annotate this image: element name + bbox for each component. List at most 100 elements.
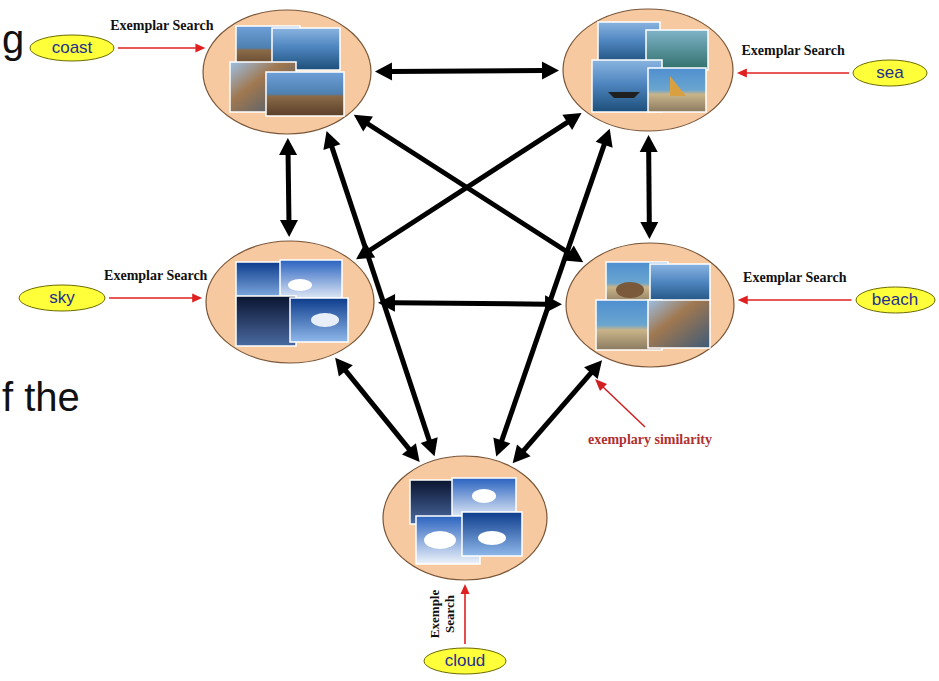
photo: [272, 28, 340, 70]
arrowhead: [562, 113, 581, 130]
similarity-arrow: [335, 358, 419, 462]
keyword-ellipse: cloud: [423, 647, 507, 675]
photo: [462, 512, 522, 556]
cloud-puff: [478, 531, 506, 545]
connector-line: [286, 154, 292, 221]
photo: [236, 26, 300, 70]
edge-label: Exemplar Search: [741, 43, 844, 59]
leader-line: [602, 386, 645, 427]
ellipse-shape: [563, 9, 733, 131]
slide-fragment-box: f the: [2, 374, 80, 420]
search-arrow: [109, 294, 202, 303]
arrowhead: [378, 294, 395, 312]
arrowhead: [402, 443, 420, 462]
arrowhead: [738, 296, 748, 305]
edge-label-box: Exemplar Search: [110, 18, 213, 34]
keyword-ellipse: beach: [855, 286, 936, 314]
image-cluster-ellipse: [205, 240, 375, 364]
ellipse-outline: [382, 455, 548, 581]
cloud-photos: [410, 478, 522, 564]
beach-photos: [596, 262, 710, 350]
ellipse-shape: [383, 456, 547, 580]
arrowhead: [493, 438, 510, 457]
sail: [670, 76, 686, 96]
connector-line: [118, 47, 196, 49]
keyword-text: sky: [49, 289, 75, 308]
edge-label: Exemple Search: [428, 582, 458, 646]
keyword-ellipse: sea: [852, 59, 928, 87]
connector-line: [369, 122, 568, 251]
arrowhead: [737, 69, 747, 78]
cloud-puff: [288, 279, 312, 291]
search-arrow: [461, 584, 470, 644]
arrowhead: [545, 295, 562, 313]
slide-fragment-box: g: [2, 16, 24, 62]
ellipse-outline: [205, 240, 375, 364]
ellipse-shape: [203, 10, 371, 134]
arrowhead: [461, 584, 470, 594]
image-cluster-ellipse: [382, 455, 548, 581]
similarity-arrow: [640, 135, 659, 239]
edge-label-box: Exemplar Search: [741, 43, 844, 59]
keyword-ellipse: coast: [29, 34, 115, 62]
arrowhead: [280, 220, 298, 237]
ellipse-shape: [206, 241, 374, 363]
ellipse-outline: [565, 242, 735, 368]
keyword-text: beach: [872, 291, 918, 310]
edge-label-box: Exemplar Search: [104, 268, 207, 284]
edge-label: Exemplar Search: [104, 268, 207, 284]
photo: [230, 62, 296, 112]
arrowhead: [192, 294, 202, 303]
photo: [236, 296, 296, 346]
similarity-arrow: [356, 113, 581, 259]
keyword-text: sea: [876, 64, 903, 83]
edge-label: Exemplar Search: [110, 18, 213, 34]
search-arrow: [118, 44, 205, 53]
cloud-puff: [472, 489, 496, 503]
keyword-ellipse: sky: [18, 284, 106, 312]
similarity-arrow: [279, 138, 298, 237]
similarity-arrow: [354, 115, 583, 262]
connector-line: [391, 68, 543, 74]
ellipse-shape: [856, 287, 935, 313]
arrowhead: [354, 115, 373, 132]
arrowhead: [421, 437, 438, 456]
connector-line: [747, 299, 852, 301]
similarity-arrow: [513, 360, 602, 463]
arrowhead: [335, 358, 353, 377]
boat: [608, 92, 640, 98]
photo: [646, 30, 708, 70]
ellipse-outline: [202, 9, 372, 135]
similarity-arrow: [378, 294, 562, 313]
connector-line: [464, 593, 466, 644]
search-arrow: [737, 69, 849, 78]
sea-photos: [592, 22, 708, 112]
edge-label-box: Exemplar Search: [743, 270, 846, 286]
ellipse-outline: [562, 8, 734, 132]
photo: [266, 72, 344, 116]
cloud-puff: [311, 313, 339, 327]
image-cluster-ellipse: [565, 242, 735, 368]
slide-fragment: g: [2, 16, 24, 62]
callout-note-box: exemplary similarity: [588, 432, 712, 449]
connector-line: [523, 372, 591, 451]
photo: [290, 298, 348, 342]
keyword-text: coast: [52, 39, 93, 58]
image-cluster-ellipse: [202, 9, 372, 135]
photo: [606, 262, 668, 304]
edge-label-box: Exemple Search: [428, 582, 458, 646]
ellipse-shape: [853, 60, 927, 86]
connector-line: [646, 151, 652, 223]
photo: [650, 264, 710, 304]
photo: [452, 478, 516, 520]
arrowhead: [596, 129, 613, 148]
cloud-puff: [424, 531, 456, 549]
arrowhead: [584, 360, 602, 379]
search-arrow: [738, 296, 852, 305]
photo: [596, 300, 662, 350]
leader-arrowhead: [595, 379, 607, 391]
connector-line: [394, 303, 546, 304]
photo: [236, 262, 294, 302]
photo: [648, 300, 710, 348]
sky-photos: [236, 260, 348, 346]
